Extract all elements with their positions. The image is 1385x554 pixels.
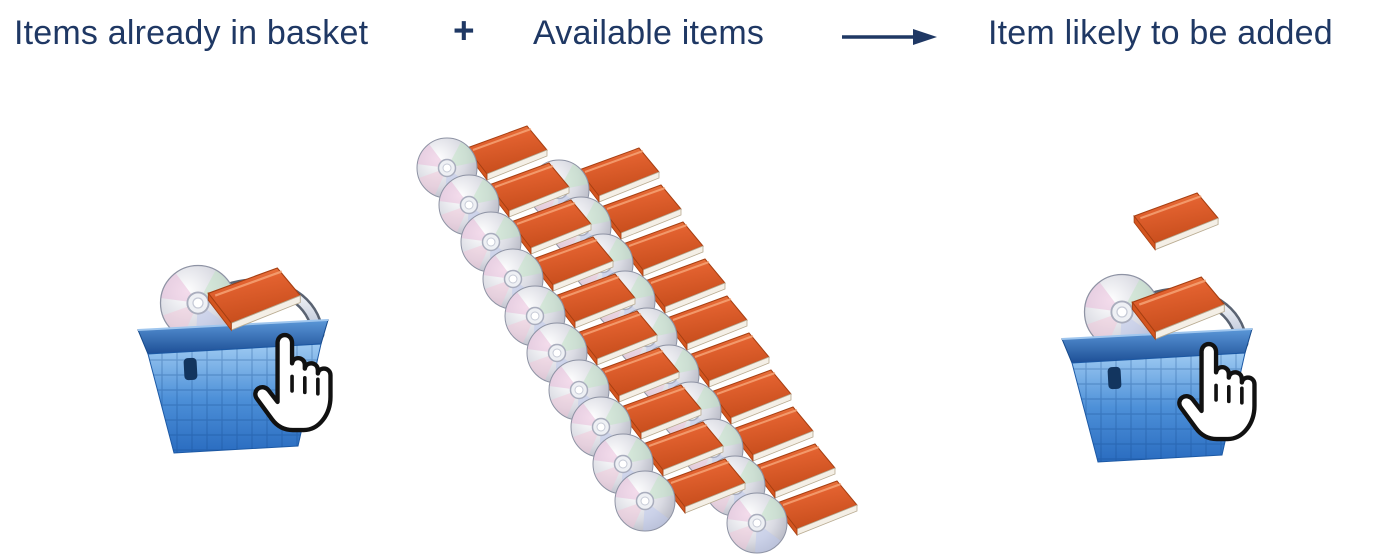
cd-and-book-icon [527, 142, 667, 228]
available-item [569, 379, 709, 465]
available-item [503, 268, 643, 354]
available-item [549, 179, 689, 265]
available-item [437, 157, 577, 243]
cd-and-book-icon [415, 120, 555, 206]
available-item [415, 120, 555, 206]
label-items-in-basket: Items already in basket [14, 14, 369, 52]
cd-and-book-icon [569, 379, 709, 465]
label-available-items: Available items [533, 14, 765, 52]
cd-and-book-icon [593, 253, 733, 339]
available-item [725, 475, 865, 554]
available-item [593, 253, 733, 339]
cd-and-book-icon [591, 416, 731, 502]
available-item [525, 305, 665, 391]
cd-and-book-icon [525, 305, 665, 391]
available-item [571, 216, 711, 302]
basket-result-scene [1040, 191, 1300, 475]
cd-and-book-icon [571, 216, 711, 302]
available-item [591, 416, 731, 502]
cd-and-book-icon [613, 453, 753, 539]
cd-and-book-icon [459, 194, 599, 280]
available-item [527, 142, 667, 228]
available-item [703, 438, 843, 524]
cd-and-book-icon [503, 268, 643, 354]
cd-and-book-icon [437, 157, 577, 243]
cd-and-book-icon [549, 179, 689, 265]
available-item [481, 231, 621, 317]
right-arrow-icon [842, 29, 937, 45]
cd-and-book-icon [615, 290, 755, 376]
cd-and-book-icon [481, 231, 621, 317]
basket-current-scene [123, 233, 373, 473]
available-item [681, 401, 821, 487]
cd-and-book-icon [703, 438, 843, 524]
plus-operator: + [453, 10, 475, 51]
label-item-likely-added: Item likely to be added [988, 14, 1333, 52]
available-item [637, 327, 777, 413]
cd-and-book-icon [725, 475, 865, 554]
available-item [613, 453, 753, 539]
available-item [547, 342, 687, 428]
cd-and-book-icon [547, 342, 687, 428]
available-item [615, 290, 755, 376]
cd-and-book-icon [637, 327, 777, 413]
added-book-icon [1133, 191, 1220, 251]
available-item [659, 364, 799, 450]
available-item [459, 194, 599, 280]
cd-and-book-icon [681, 401, 821, 487]
cd-and-book-icon [659, 364, 799, 450]
